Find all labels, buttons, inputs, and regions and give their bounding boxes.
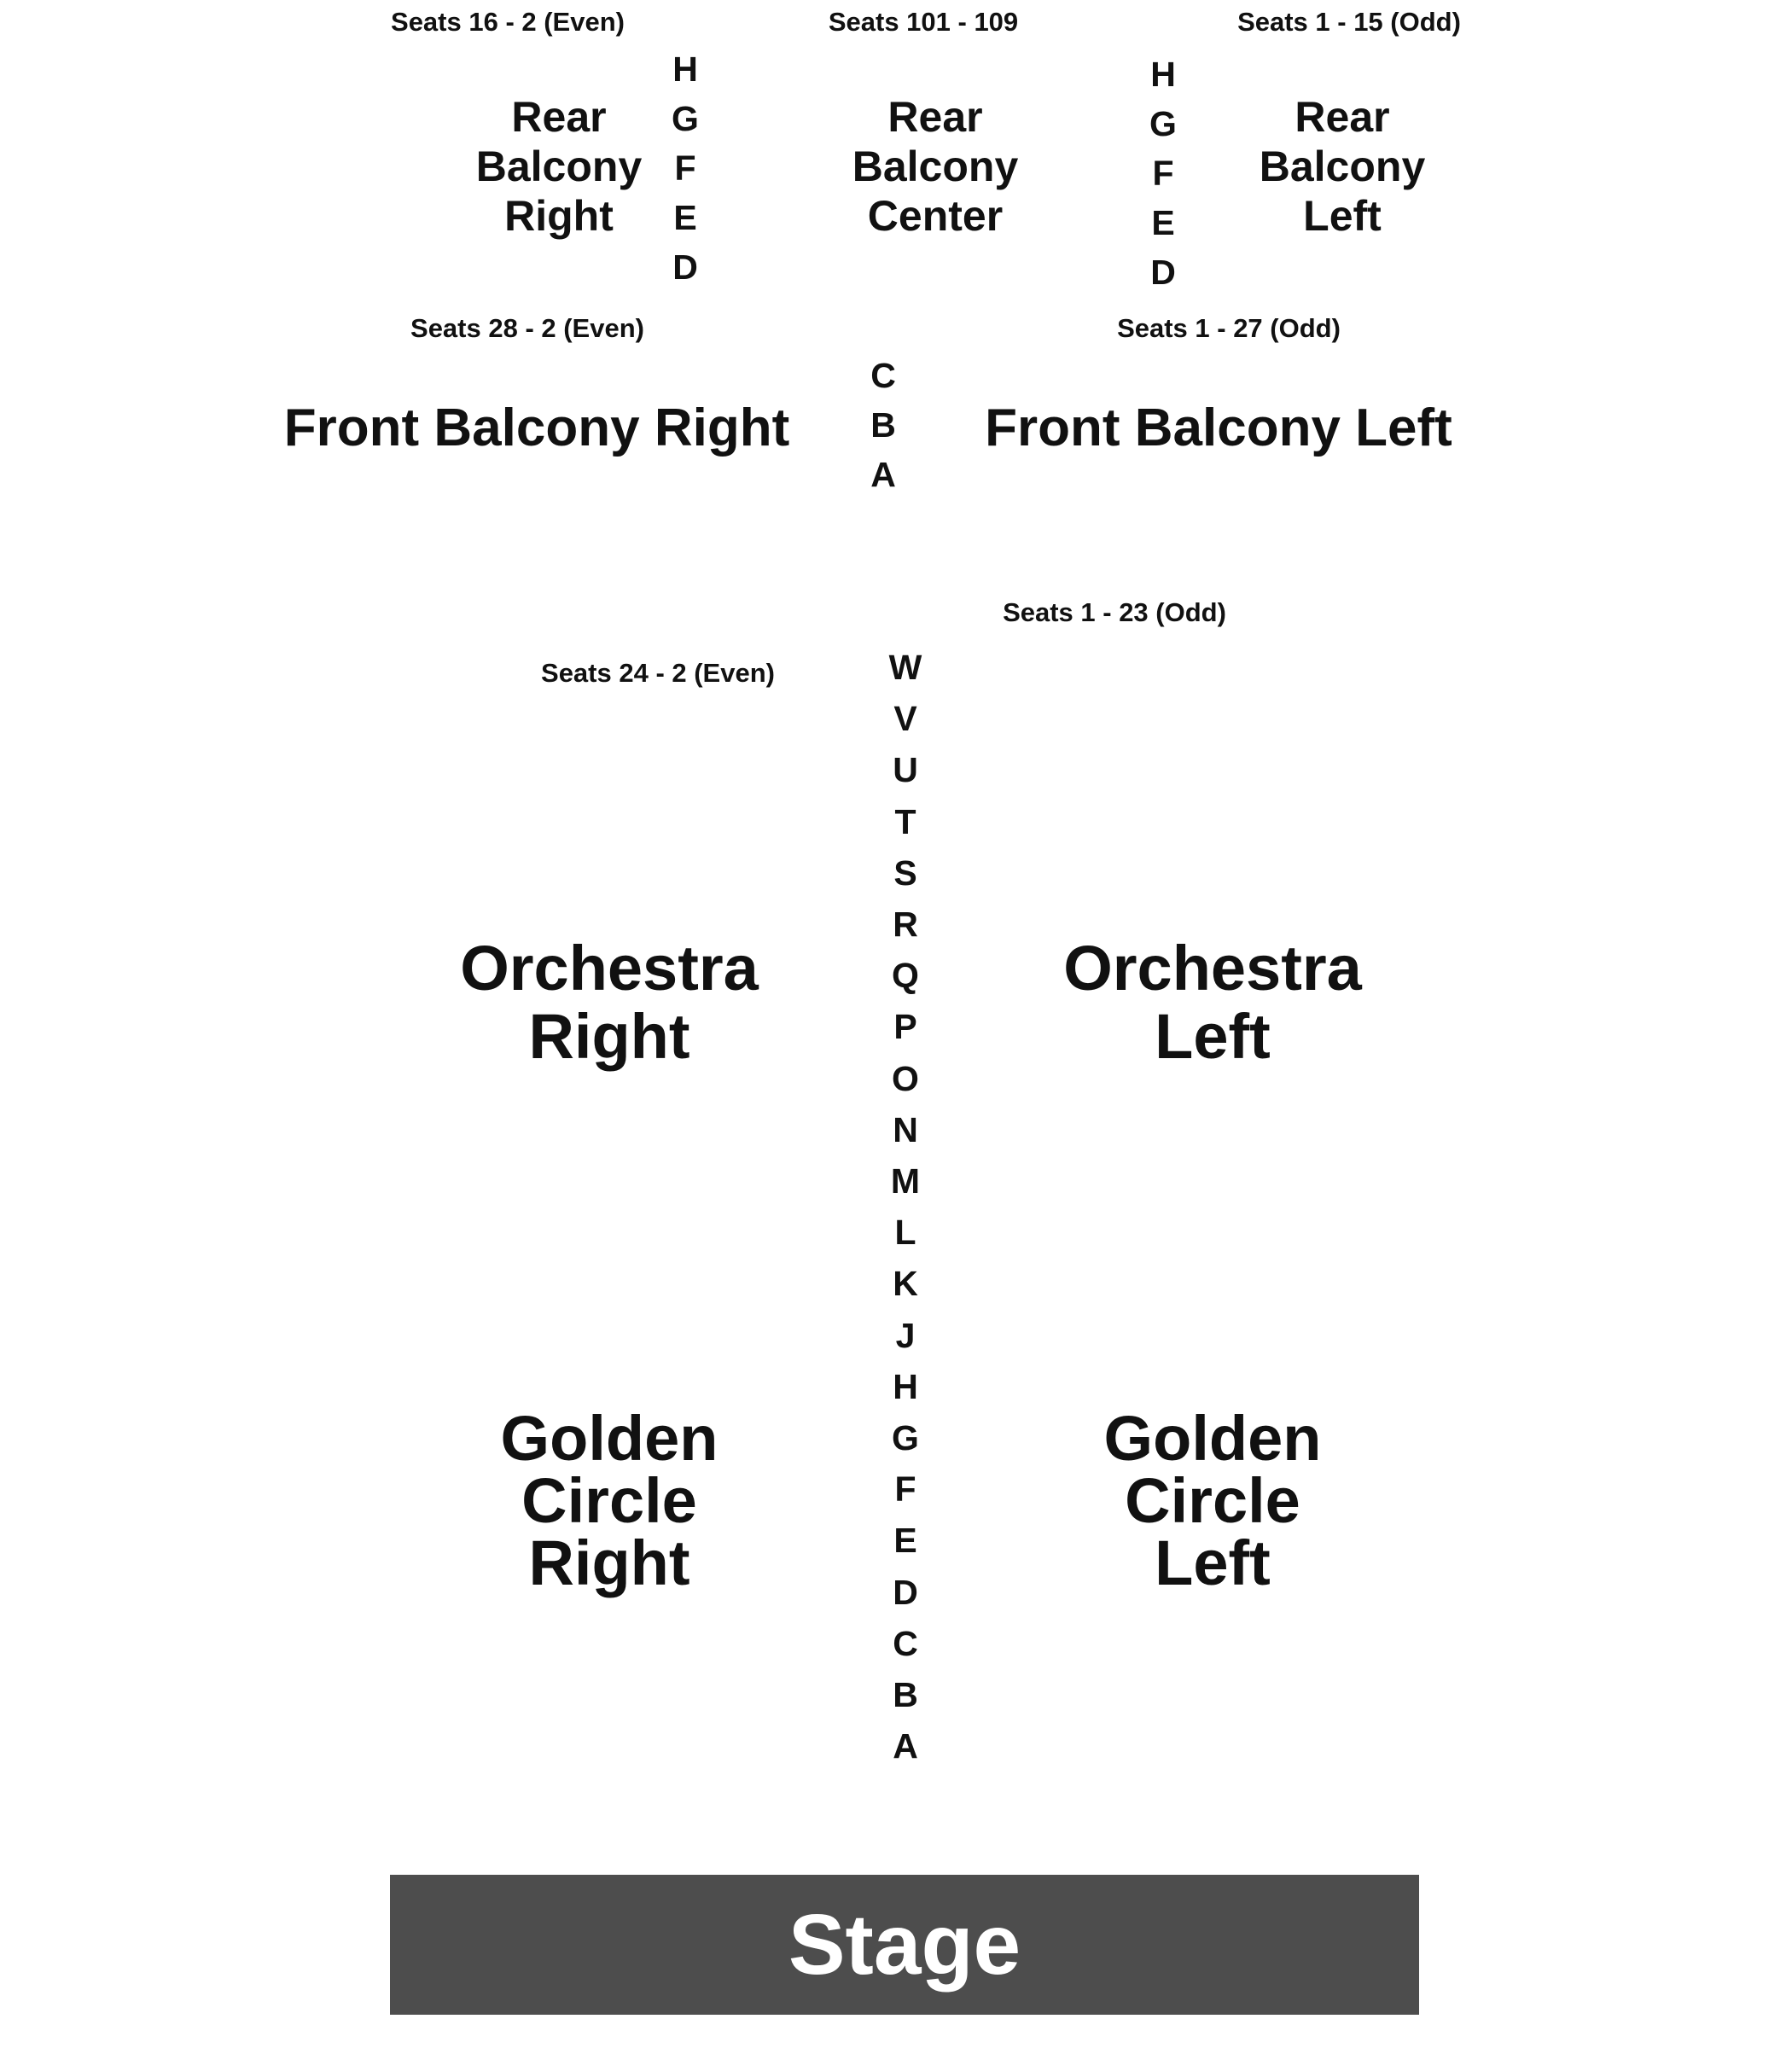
- seat-note-front-left: Seats 1 - 27 (Odd): [1117, 313, 1341, 343]
- row-label: B: [870, 405, 896, 445]
- row-label: M: [890, 1161, 921, 1201]
- row-label: A: [870, 455, 896, 494]
- section-label-line: Golden: [500, 1403, 719, 1474]
- seat-note-rear-right: Seats 16 - 2 (Even): [391, 7, 625, 37]
- row-label: A: [893, 1726, 918, 1766]
- section-label-line: Circle: [521, 1465, 697, 1536]
- section-label-line: Left: [1155, 1527, 1271, 1598]
- section-label-line: Balcony: [852, 143, 1019, 190]
- seat-note-orchestra-left: Seats 1 - 23 (Odd): [1003, 597, 1226, 627]
- section-golden-circle-right[interactable]: Golden Circle Right: [500, 1403, 719, 1598]
- row-label: T: [894, 801, 916, 841]
- row-labels-rear-left: H G F E D: [1149, 49, 1177, 297]
- section-label-line: Right: [528, 1001, 690, 1072]
- row-label: R: [893, 905, 918, 945]
- section-orchestra-left[interactable]: Orchestra Left: [1063, 934, 1362, 1071]
- row-label: G: [892, 1418, 919, 1458]
- section-label-line: Rear: [887, 93, 983, 141]
- section-label-line: Left: [1303, 192, 1382, 240]
- section-label-line: Right: [504, 192, 614, 240]
- row-label: O: [892, 1058, 919, 1098]
- row-label: D: [893, 1572, 918, 1612]
- section-label-line: Center: [867, 192, 1004, 240]
- section-label-line: Orchestra: [460, 933, 759, 1004]
- row-label: G: [672, 99, 699, 138]
- seat-note-rear-center: Seats 101 - 109: [828, 7, 1019, 37]
- section-rear-balcony-left[interactable]: Rear Balcony Left: [1260, 92, 1426, 241]
- section-label-line: Right: [528, 1527, 690, 1598]
- row-label: P: [893, 1007, 917, 1047]
- row-label: D: [672, 247, 698, 287]
- section-label-line: Rear: [511, 93, 607, 141]
- section-label-line: Golden: [1103, 1403, 1322, 1474]
- section-rear-balcony-center[interactable]: Rear Balcony Center: [852, 92, 1019, 241]
- seat-note-front-right: Seats 28 - 2 (Even): [410, 313, 644, 343]
- row-label: D: [1150, 253, 1176, 292]
- row-label: F: [894, 1469, 916, 1510]
- row-label: H: [893, 1366, 918, 1406]
- stage-label: Stage: [788, 1897, 1021, 1993]
- row-labels-orchestra: W V U T S R Q P O N M L K J H G F E D C …: [889, 642, 922, 1772]
- row-label: K: [893, 1264, 918, 1304]
- row-label: U: [893, 750, 918, 790]
- row-label: H: [1150, 55, 1176, 94]
- section-label-line: Circle: [1125, 1465, 1300, 1536]
- section-front-balcony-left[interactable]: Front Balcony Left: [985, 399, 1452, 457]
- row-label: B: [893, 1675, 918, 1715]
- row-label: G: [1149, 104, 1177, 143]
- section-rear-balcony-right[interactable]: Rear Balcony Right: [476, 92, 643, 241]
- row-label: J: [895, 1315, 916, 1355]
- section-label-line: Left: [1155, 1001, 1271, 1072]
- row-labels-rear-right: H G F E D: [672, 44, 699, 292]
- section-label-line: Balcony: [1259, 143, 1426, 190]
- row-labels-front-balcony: C B A: [870, 351, 896, 499]
- row-label: F: [1152, 154, 1174, 193]
- seat-note-orchestra-right: Seats 24 - 2 (Even): [541, 658, 775, 688]
- row-label: F: [674, 148, 696, 188]
- section-label-line: Rear: [1295, 93, 1390, 141]
- section-golden-circle-left[interactable]: Golden Circle Left: [1103, 1403, 1322, 1598]
- row-label: V: [893, 699, 917, 739]
- row-label: E: [673, 198, 697, 237]
- row-label: Q: [892, 956, 919, 996]
- row-label: C: [893, 1623, 918, 1663]
- row-label: E: [1151, 203, 1175, 242]
- stage: Stage: [390, 1875, 1419, 2015]
- row-label: W: [888, 648, 922, 687]
- section-label-line: Balcony: [475, 143, 643, 190]
- row-label: H: [672, 49, 698, 89]
- row-label: E: [893, 1521, 917, 1561]
- row-label: C: [870, 356, 896, 395]
- section-label-line: Orchestra: [1063, 933, 1362, 1004]
- row-label: S: [893, 852, 917, 893]
- section-front-balcony-right[interactable]: Front Balcony Right: [283, 399, 790, 457]
- row-label: L: [894, 1213, 916, 1253]
- section-orchestra-right[interactable]: Orchestra Right: [460, 934, 759, 1071]
- seat-note-rear-left: Seats 1 - 15 (Odd): [1237, 7, 1461, 37]
- row-label: N: [893, 1109, 918, 1149]
